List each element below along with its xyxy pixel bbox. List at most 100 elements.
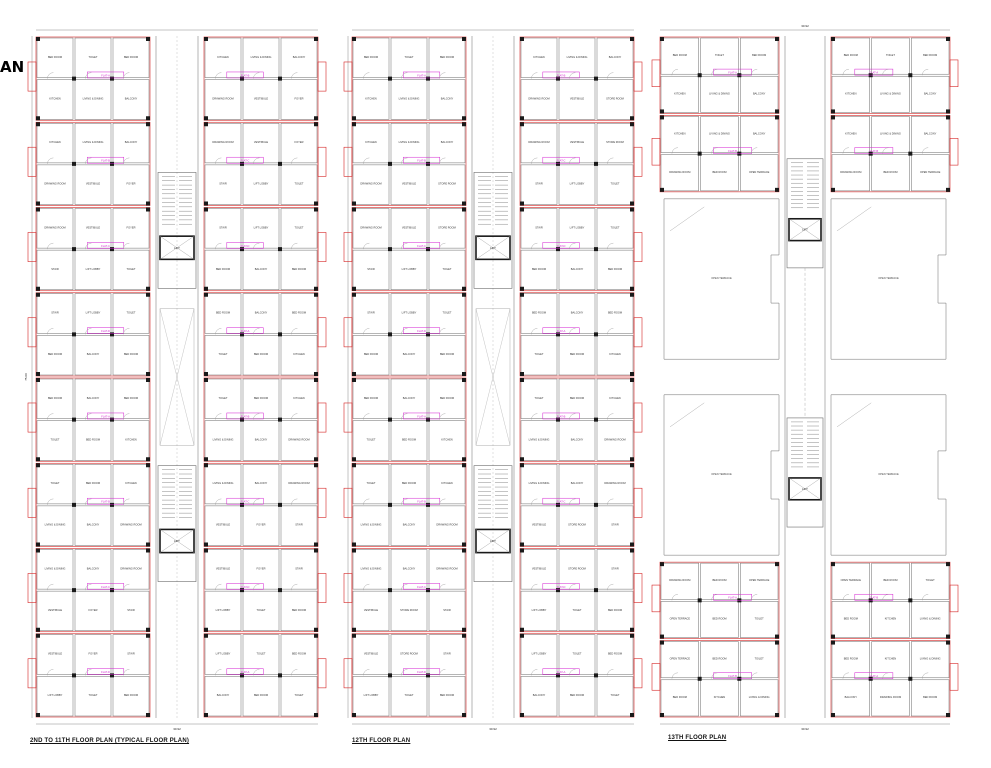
- side-dimension: 75.00: [24, 373, 28, 381]
- room-label: TOILET: [755, 616, 764, 620]
- room: [112, 249, 150, 290]
- room: [428, 249, 466, 290]
- room: [831, 601, 870, 638]
- structural-column: [240, 161, 244, 166]
- structural-column: [556, 161, 560, 166]
- room: [596, 293, 634, 334]
- door-swing: [291, 669, 298, 676]
- room: [112, 293, 150, 334]
- lift-shaft: [159, 528, 195, 554]
- structural-column: [388, 673, 392, 678]
- room: [36, 37, 74, 78]
- room-label: TOILET: [126, 267, 135, 271]
- room-label: STAIR: [219, 225, 227, 229]
- room-label: LIVING & DINING: [399, 96, 420, 100]
- structural-column: [630, 116, 634, 121]
- room-label: BED ROOM: [254, 396, 268, 400]
- door-swing: [671, 147, 678, 154]
- structural-column: [775, 634, 779, 639]
- structural-column: [110, 673, 114, 678]
- room: [242, 293, 280, 334]
- room-label: TOILET: [610, 225, 619, 229]
- structural-column: [72, 673, 76, 678]
- area-tag-label: FLAT-D: [241, 585, 250, 589]
- structural-column: [556, 247, 560, 252]
- room: [871, 154, 910, 192]
- room: [520, 79, 558, 120]
- structural-column: [36, 372, 40, 376]
- room-label: KITCHEN: [365, 96, 377, 100]
- room-label: BED ROOM: [292, 311, 306, 315]
- balcony: [317, 317, 327, 348]
- room-label: BED ROOM: [712, 170, 726, 174]
- room-label: VESTIBULE: [364, 608, 379, 612]
- door-swing: [439, 583, 446, 591]
- room: [204, 676, 242, 717]
- structural-column: [240, 673, 244, 678]
- door-swing: [671, 69, 678, 76]
- room: [520, 420, 558, 461]
- room: [520, 634, 558, 675]
- door-swing: [439, 72, 446, 79]
- room-label: TOILET: [218, 352, 227, 356]
- structural-column: [72, 332, 76, 337]
- room: [558, 420, 596, 461]
- structural-column: [146, 292, 150, 297]
- room: [36, 505, 74, 546]
- room-label: TOILET: [534, 396, 543, 400]
- room-label: KITCHEN: [441, 437, 453, 441]
- room: [700, 641, 739, 679]
- room: [352, 335, 390, 376]
- room-label: DRAWING ROOM: [436, 566, 457, 570]
- structural-column: [946, 640, 950, 645]
- door-swing: [882, 69, 889, 76]
- terrace-label: OPEN TERRACE: [878, 472, 899, 476]
- door-swing: [363, 242, 370, 250]
- area-tag-label: FLAT-B: [101, 500, 110, 504]
- balcony: [27, 61, 37, 92]
- lift-cross: [159, 529, 195, 553]
- structural-column: [462, 542, 466, 547]
- door-swing: [531, 328, 538, 335]
- structural-column: [462, 457, 466, 462]
- room: [112, 676, 150, 717]
- area-tag-label: FLAT-B: [870, 149, 879, 153]
- door-swing: [215, 328, 222, 335]
- door-swing: [291, 72, 298, 79]
- slope-arrow: [836, 402, 872, 428]
- room: [280, 123, 318, 164]
- door-swing: [842, 594, 849, 601]
- room-label: TOILET: [886, 53, 895, 57]
- room: [558, 464, 596, 505]
- room: [280, 549, 318, 590]
- door-swing: [607, 669, 614, 676]
- terrace-label: OPEN TERRACE: [711, 472, 732, 476]
- structural-column: [314, 627, 318, 632]
- room-label: BED ROOM: [86, 437, 100, 441]
- room: [112, 464, 150, 505]
- balcony: [949, 663, 959, 691]
- room-label: BED ROOM: [923, 53, 937, 57]
- room: [558, 208, 596, 249]
- structural-column: [630, 633, 634, 638]
- structural-column: [697, 598, 702, 603]
- structural-column: [110, 161, 114, 166]
- structural-column: [204, 713, 208, 717]
- room-label: BED ROOM: [124, 693, 138, 697]
- balcony: [343, 232, 353, 262]
- core-outline: [157, 465, 197, 582]
- room-label: DRAWING ROOM: [120, 523, 141, 527]
- room: [280, 505, 318, 546]
- room-label: BED ROOM: [292, 267, 306, 271]
- structural-column: [72, 161, 76, 166]
- balcony: [27, 573, 37, 603]
- room: [831, 641, 870, 679]
- room: [74, 37, 112, 78]
- structural-column: [520, 713, 524, 717]
- room: [352, 464, 390, 505]
- room-label: LIFT LOBBY: [254, 182, 269, 186]
- door-swing: [711, 672, 718, 679]
- room-label: TOILET: [294, 182, 303, 186]
- room: [280, 79, 318, 120]
